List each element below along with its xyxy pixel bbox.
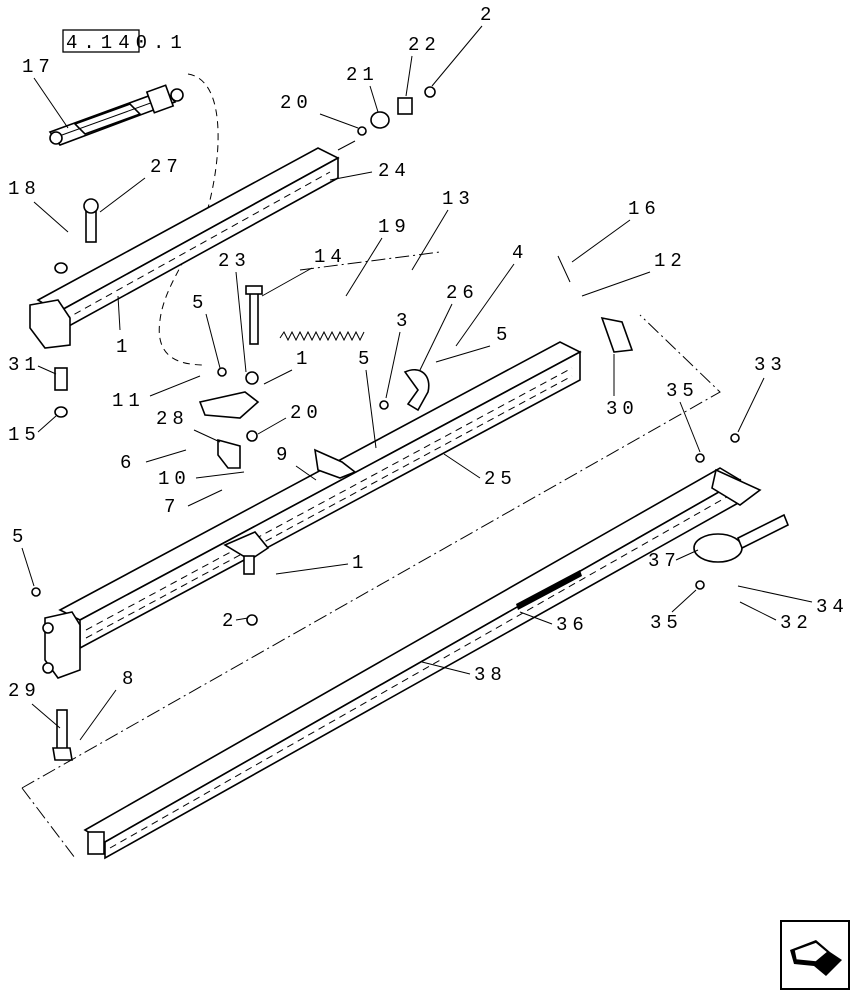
reference-label: 4.140.1	[66, 32, 188, 54]
callout-18: 18	[8, 178, 41, 200]
callout-26: 26	[446, 282, 479, 304]
callout-2b: 2	[222, 610, 238, 632]
hitch-plate	[223, 531, 270, 575]
callout-35b: 35	[650, 612, 683, 634]
bracket-28	[217, 438, 241, 469]
callout-5b: 5	[358, 348, 374, 370]
pivot-pin	[83, 198, 99, 243]
callout-29: 29	[8, 680, 41, 702]
pin-31	[54, 262, 68, 418]
callout-28: 28	[156, 408, 189, 430]
callout-14: 14	[314, 246, 347, 268]
callout-35a: 35	[666, 380, 699, 402]
next-page-arrow-icon	[780, 920, 850, 990]
spring-19	[279, 330, 365, 342]
reference-box[interactable]: 4.140.1	[62, 29, 188, 54]
bolt-16	[557, 255, 571, 283]
callout-2: 2	[480, 4, 496, 26]
callout-8: 8	[122, 668, 138, 690]
callout-23: 23	[218, 250, 251, 272]
callout-30: 30	[606, 398, 639, 420]
callout-1b: 1	[352, 552, 368, 574]
next-page-button[interactable]	[780, 920, 850, 990]
callout-1a: 1	[296, 348, 312, 370]
callout-37: 37	[648, 550, 681, 572]
callout-33: 33	[754, 354, 787, 376]
callouts: 17 27 18 24 20 21 22 2 13 19 14 23 5 1 1…	[8, 4, 849, 741]
callout-38: 38	[474, 664, 507, 686]
callout-6: 6	[120, 452, 136, 474]
callout-36: 36	[556, 614, 589, 636]
callout-4: 4	[512, 242, 528, 264]
callout-5a: 5	[192, 292, 208, 314]
latch-26	[403, 368, 430, 412]
callout-17: 17	[22, 56, 55, 78]
bracket-30	[600, 316, 634, 353]
callout-32: 32	[780, 612, 813, 634]
callout-21: 21	[346, 64, 379, 86]
bolt-29	[52, 709, 73, 761]
callout-20b: 20	[290, 402, 323, 424]
upper-frame-bar	[29, 140, 356, 349]
callout-31: 31	[8, 354, 41, 376]
callout-25: 25	[484, 468, 517, 490]
callout-20: 20	[280, 92, 313, 114]
callout-16: 16	[628, 198, 661, 220]
callout-10: 10	[158, 468, 191, 490]
callout-13: 13	[442, 188, 475, 210]
callout-34: 34	[816, 596, 849, 618]
callout-1c: 1	[116, 336, 132, 358]
callout-7: 7	[164, 496, 180, 518]
callout-9: 9	[276, 444, 292, 466]
callout-12: 12	[654, 250, 687, 272]
bracket-23	[198, 371, 260, 419]
washer-21	[370, 111, 390, 129]
callout-3: 3	[396, 310, 412, 332]
lower-frame-bar	[83, 467, 762, 860]
callout-27: 27	[150, 156, 183, 178]
callout-5d: 5	[12, 526, 28, 548]
callout-11: 11	[112, 390, 145, 412]
latch-9	[313, 448, 357, 479]
bushing-22	[397, 97, 413, 115]
wheel-hub-37	[693, 513, 790, 563]
bolt-14	[245, 285, 263, 345]
callout-15: 15	[8, 424, 41, 446]
callout-19: 19	[378, 216, 411, 238]
callout-24: 24	[378, 160, 411, 182]
callout-22: 22	[408, 34, 441, 56]
hydraulic-cylinder	[48, 84, 184, 146]
callout-5c: 5	[496, 324, 512, 346]
middle-frame-bar	[42, 341, 582, 679]
